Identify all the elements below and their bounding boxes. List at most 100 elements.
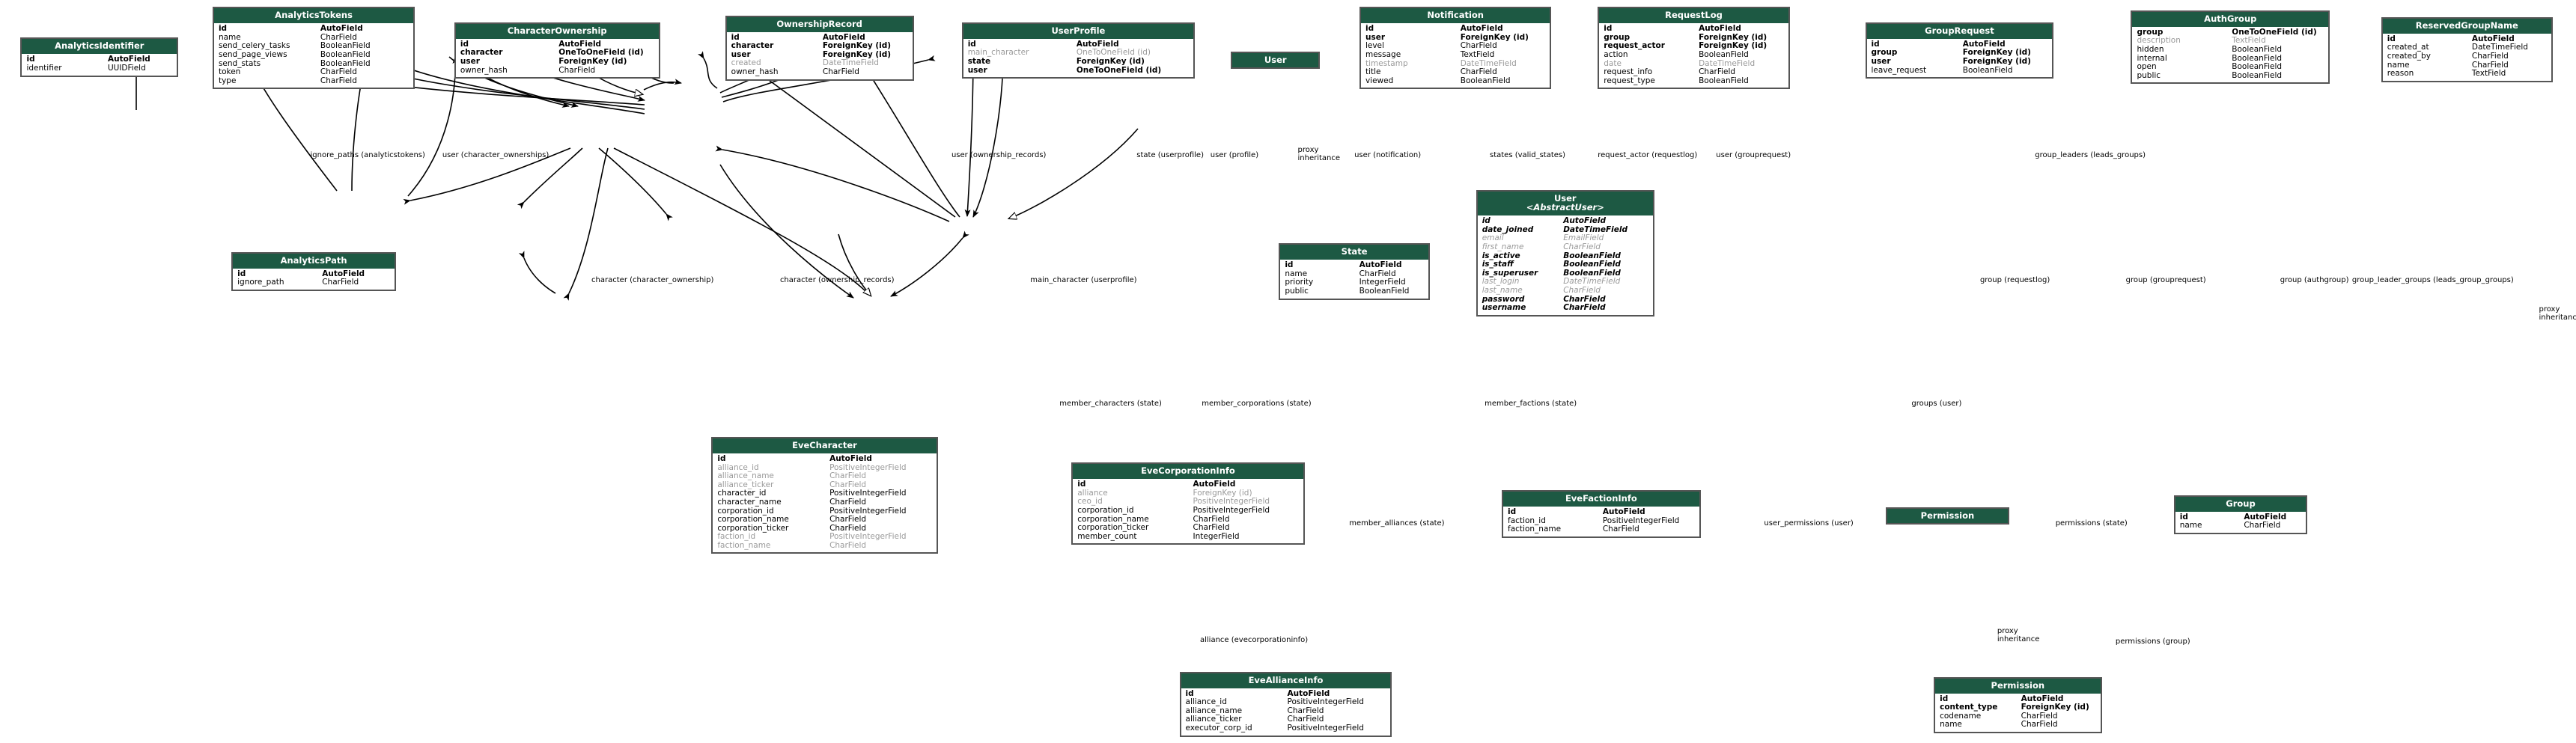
field-type: PositiveIntegerField [1287,724,1364,733]
field-type: OneToOneField (id) [1076,48,1151,58]
field-name: faction_name [1508,525,1562,534]
edge-label: member_corporations (state) [1202,399,1312,408]
field-type: ForeignKey (id) [1076,56,1145,66]
field-type: IntegerField [1359,278,1406,287]
entity-title: ReservedGroupName [2382,18,2551,34]
field-name: faction_id [1508,516,1546,525]
field-type: CharField [322,278,359,287]
entity-title: Permission [1887,508,2008,523]
entity-title: Permission [1935,678,2101,694]
field-name: identifier [26,63,62,73]
field-name: date_joined [1482,224,1534,234]
field-name: level [1365,41,1384,51]
field-type: CharField [1193,523,1230,533]
edge-label: request_actor (requestlog) [1598,150,1698,159]
edge-label: character (ownership_records) [779,275,895,284]
field-name: member_count [1077,531,1137,541]
field-type: BooleanField [1699,76,1749,85]
edge-label: permissions (group) [2115,637,2190,646]
field-type: AutoField [1699,24,1741,34]
field-name: character [460,48,503,58]
field-name: state [967,56,991,66]
field-type: BooleanField [1359,286,1410,296]
field-type: CharField [320,76,357,85]
field-type: ForeignKey (id) [1193,488,1252,498]
edge-label: state (userprofile) [1136,150,1204,159]
field-type: TextField [1460,49,1495,59]
edge-label: proxy inheritance [1997,627,2040,644]
edge-label: proxy inheritance [1297,145,1341,162]
entity-title: Group [2175,496,2306,512]
field-name: description [2137,36,2181,46]
field-name: send_celery_tasks [218,41,290,51]
field-type: CharField [822,67,859,76]
field-name: name [1285,269,1308,278]
field-name: id [2179,512,2188,522]
entity-title: UserProfile [963,23,1194,39]
edge-label: character (character_ownership) [591,275,714,284]
field-name: user [1871,56,1891,66]
entity-permission_plain[interactable]: Permission [1886,507,2009,525]
field-name: name [218,32,241,42]
field-type: CharField [2471,52,2509,61]
field-type: CharField [829,471,867,481]
edge-label: main_character (userprofile) [1030,275,1137,284]
field-type: CharField [320,32,357,42]
field-name: date [1604,58,1622,68]
field-type: CharField [1602,525,1639,534]
field-name: character_id [717,489,767,498]
field-name: first_name [1482,242,1524,251]
field-type: BooleanField [1699,49,1749,59]
field-name: alliance_ticker [1185,715,1242,724]
field-name: alliance_ticker [717,480,774,489]
field-name: corporation_id [1077,506,1134,516]
entity-user_plain[interactable]: User [1231,51,1321,69]
field-name: executor_corp_id [1185,724,1252,733]
entity-title: User<AbstractUser> [1477,192,1653,216]
field-name: id [1185,688,1194,698]
field-name: hidden [2137,44,2164,54]
